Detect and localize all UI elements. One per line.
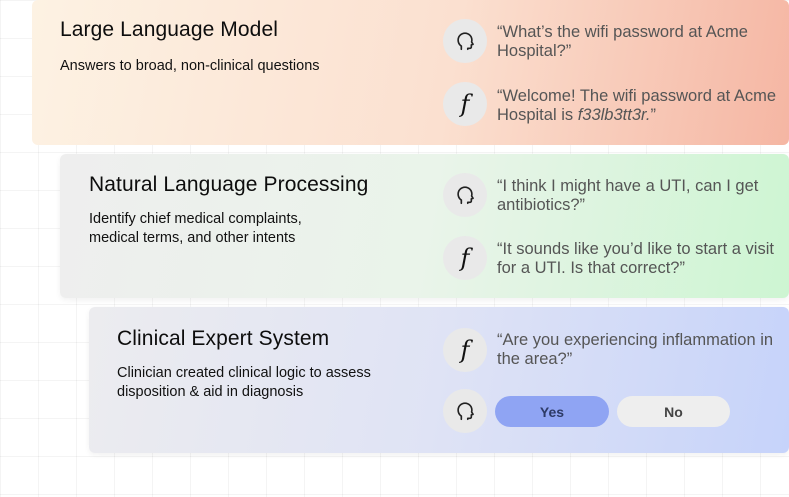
clinical-expert-title: Clinical Expert System: [117, 327, 330, 350]
patient-avatar: [443, 173, 487, 217]
head-silhouette-icon: [457, 186, 474, 205]
llm-card: [32, 0, 789, 145]
nlp-description: Identify chief medical complaints, medic…: [89, 211, 302, 246]
llm-bot-message-end: ”: [650, 105, 656, 124]
f-logo-icon: f: [460, 336, 470, 364]
bot-avatar: f: [443, 328, 487, 372]
bot-avatar: f: [443, 82, 487, 126]
head-silhouette-icon: [457, 402, 474, 421]
head-silhouette-icon: [457, 32, 474, 51]
clinical-bot-message: “Are you experiencing inflammation in th…: [497, 331, 774, 368]
llm-bot-message: “Welcome! The wifi password at Acme Hosp…: [497, 87, 782, 124]
patient-avatar: [443, 389, 487, 433]
nlp-card: [60, 154, 789, 298]
llm-title: Large Language Model: [60, 18, 279, 41]
yes-button[interactable]: Yes: [495, 396, 609, 427]
patient-avatar: [443, 19, 487, 63]
clinical-expert-description: Clinician created clinical logic to asse…: [117, 365, 371, 400]
wifi-password: f33lb3tt3r.: [577, 105, 651, 124]
llm-description: Answers to broad, non-clinical questions: [60, 58, 320, 74]
nlp-patient-message: “I think I might have a UTI, can I get a…: [497, 177, 759, 214]
llm-patient-message: “What’s the wifi password at Acme Hospit…: [497, 23, 748, 60]
no-button[interactable]: No: [617, 396, 730, 427]
llm-bot-message-text: “Welcome! The wifi password at Acme Hosp…: [497, 87, 777, 124]
f-logo-icon: f: [460, 90, 470, 118]
nlp-bot-message: “It sounds like you’d like to start a vi…: [497, 240, 774, 277]
nlp-title: Natural Language Processing: [89, 173, 369, 196]
clinical-expert-card: [89, 307, 789, 453]
bot-avatar: f: [443, 236, 487, 280]
f-logo-icon: f: [460, 244, 470, 272]
